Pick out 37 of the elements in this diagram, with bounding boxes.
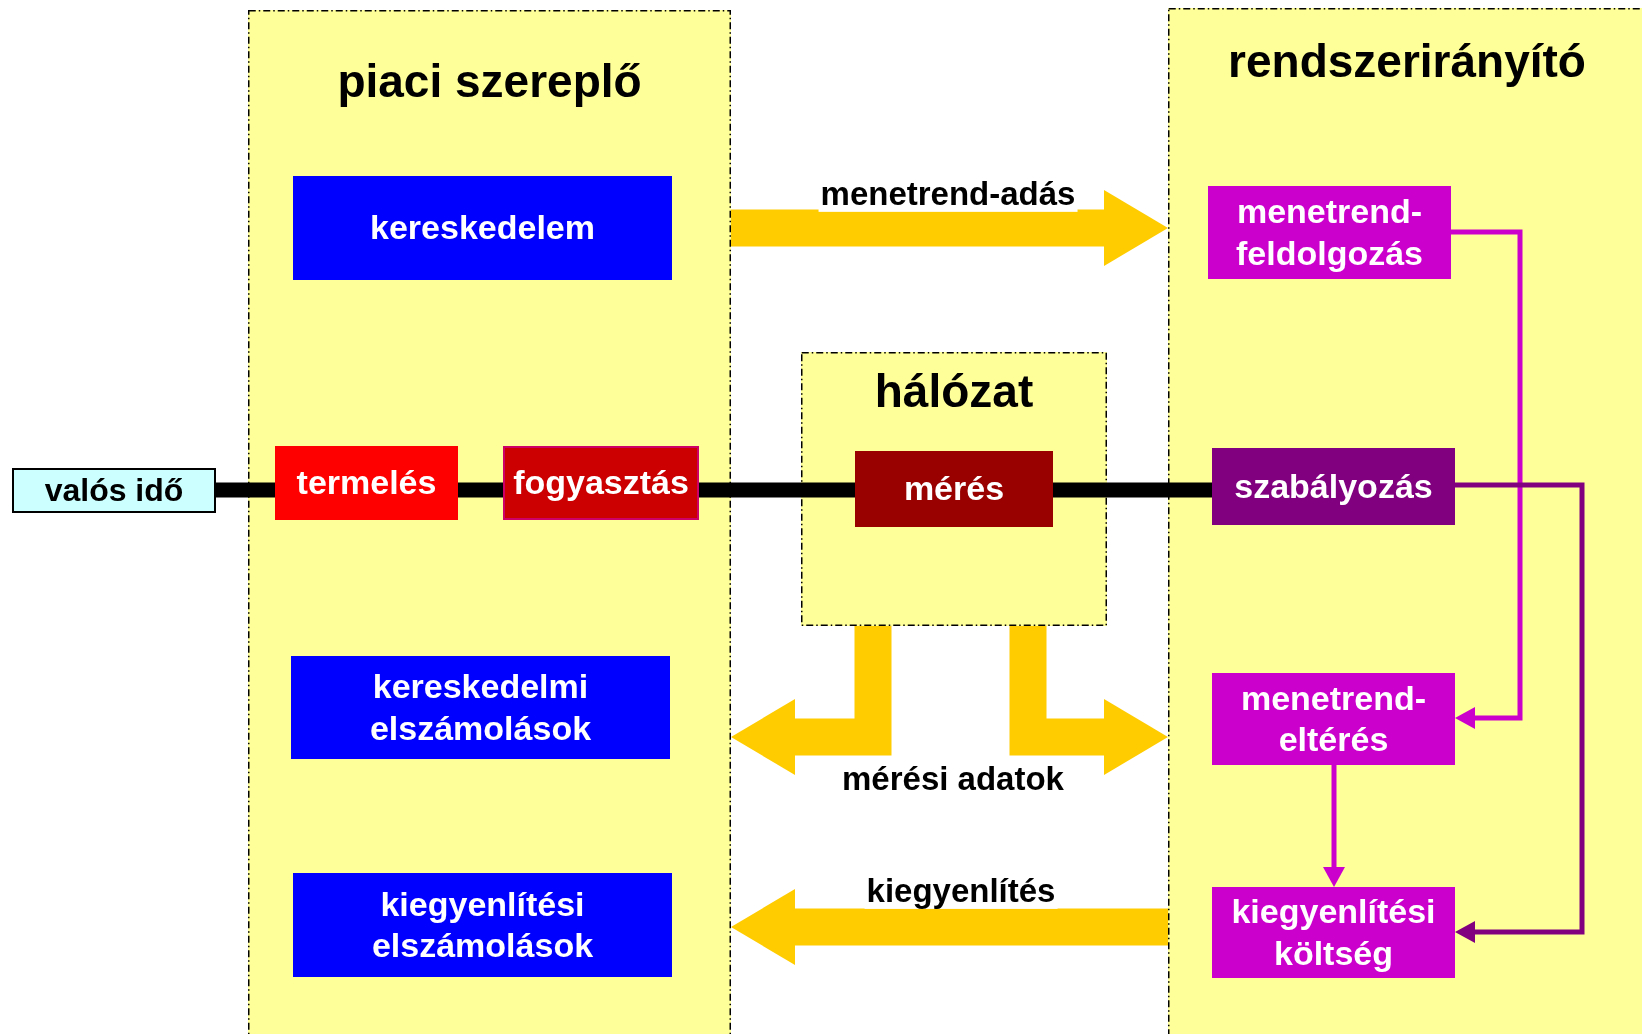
arrow [1323, 765, 1345, 887]
block-arrow [731, 190, 1168, 266]
panel-title: piaci szereplő [337, 54, 642, 108]
box-label: kereskedelmi elszámolások [368, 666, 593, 749]
network-panel [801, 352, 1107, 626]
arrow [1455, 482, 1585, 943]
box-label: mérés [903, 468, 1005, 510]
arrow [1451, 229, 1523, 729]
process-box [503, 446, 699, 520]
process-box [293, 873, 672, 977]
box-label: kiegyenlítési elszámolások [370, 883, 595, 966]
connector-line [458, 482, 503, 498]
box-label: menetrend-eltérés [1239, 677, 1428, 760]
box-label: szabályozás [1234, 465, 1433, 507]
market-participant-panel [248, 10, 731, 1034]
panel-title: hálózat [874, 364, 1034, 418]
panel-title: rendszerirányító [1228, 34, 1586, 88]
box-label: fogyasztás [513, 462, 689, 504]
process-box [275, 446, 458, 520]
process-box [291, 656, 670, 759]
process-box [293, 176, 672, 280]
box-label: kereskedelem [370, 207, 595, 249]
box-label: menetrend-feldolgozás [1235, 191, 1424, 274]
connector-line [1053, 482, 1212, 498]
box-label: termelés [296, 462, 437, 504]
box-label: valós idő [44, 471, 184, 510]
process-box [1212, 448, 1455, 525]
process-box [1208, 186, 1451, 279]
process-box [1212, 887, 1455, 978]
label-box [12, 468, 216, 513]
box-label: kiegyenlítési költség [1230, 891, 1437, 974]
connector-line [699, 482, 855, 498]
block-arrow [731, 889, 1168, 965]
connector-line [216, 482, 275, 498]
process-box [855, 451, 1053, 527]
system-operator-panel [1168, 8, 1642, 1034]
process-box [1212, 673, 1455, 765]
